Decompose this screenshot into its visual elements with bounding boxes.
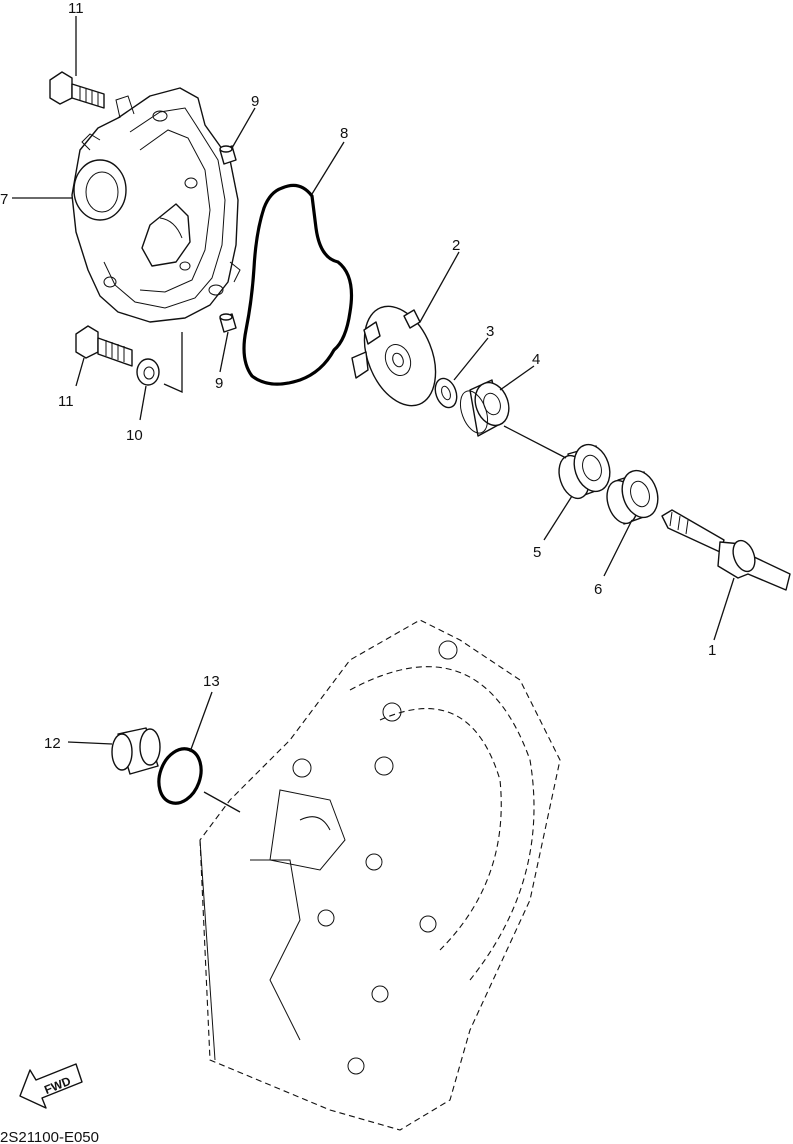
callout-3: 3 xyxy=(486,323,494,340)
dowel-pin-upper-part-9 xyxy=(219,145,237,165)
callout-6: 6 xyxy=(594,581,602,598)
callout-labels: 11 9 8 7 2 3 4 9 11 10 5 6 1 13 12 xyxy=(0,0,716,752)
pump-cover-part-7 xyxy=(71,87,241,323)
callout-9-lower: 9 xyxy=(215,375,223,392)
collar-part-12 xyxy=(111,727,161,775)
callout-7: 7 xyxy=(0,191,8,208)
shaft-part-1 xyxy=(661,509,791,591)
forward-arrow-icon: FWD xyxy=(19,1063,83,1109)
gasket-part-8 xyxy=(242,183,354,386)
callout-11-lower: 11 xyxy=(58,393,74,410)
o-ring-part-13 xyxy=(157,747,203,805)
callout-4: 4 xyxy=(532,351,540,368)
crankcase xyxy=(199,619,561,1131)
dowel-pin-lower-part-9 xyxy=(219,313,237,333)
callout-13: 13 xyxy=(203,673,220,690)
callout-8: 8 xyxy=(340,125,348,142)
callout-5: 5 xyxy=(533,544,541,561)
callout-12: 12 xyxy=(44,735,61,752)
bearing-part-6 xyxy=(606,469,659,525)
callout-2: 2 xyxy=(452,237,460,254)
washer-part-3 xyxy=(434,377,458,409)
callout-10: 10 xyxy=(126,427,143,444)
callout-9-upper: 9 xyxy=(251,93,259,110)
bolt-upper-part-11 xyxy=(49,71,105,109)
callout-11-upper: 11 xyxy=(68,0,84,17)
oil-seal-part-4 xyxy=(459,379,510,437)
diagram-code: 2S21100-E050 xyxy=(0,1129,99,1144)
washer-part-10 xyxy=(136,358,160,386)
bolt-lower-part-11 xyxy=(75,325,133,367)
impeller-part-2 xyxy=(351,305,437,407)
leader-lines xyxy=(12,16,735,813)
callout-1: 1 xyxy=(708,642,716,659)
bearing-part-5 xyxy=(558,443,611,500)
